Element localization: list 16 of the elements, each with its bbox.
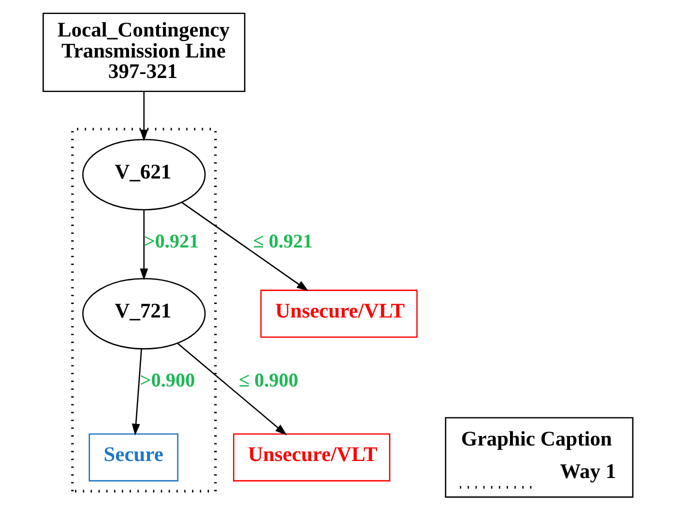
arrow <box>140 92 148 142</box>
edge-label: ≤ 0.900 <box>238 370 298 392</box>
node-box: Local_Contingency Transmission Line 397-321 <box>42 12 246 92</box>
legend-label: Way 1 <box>560 460 616 483</box>
node-ellipse: V_621 <box>82 138 206 210</box>
arrow <box>182 202 308 292</box>
node-box: Secure <box>88 433 178 482</box>
edge-label: >0.900 <box>140 370 196 392</box>
arrow <box>177 342 287 436</box>
edge-label: >0.921 <box>144 231 199 252</box>
arrow <box>132 348 142 436</box>
node-box: Unsecure/VLT <box>260 290 418 338</box>
edge-label: ≤ 0.921 <box>253 231 313 252</box>
arrow <box>140 210 148 280</box>
node-ellipse: V_721 <box>82 278 206 350</box>
node-box: Unsecure/VLT <box>233 433 390 482</box>
